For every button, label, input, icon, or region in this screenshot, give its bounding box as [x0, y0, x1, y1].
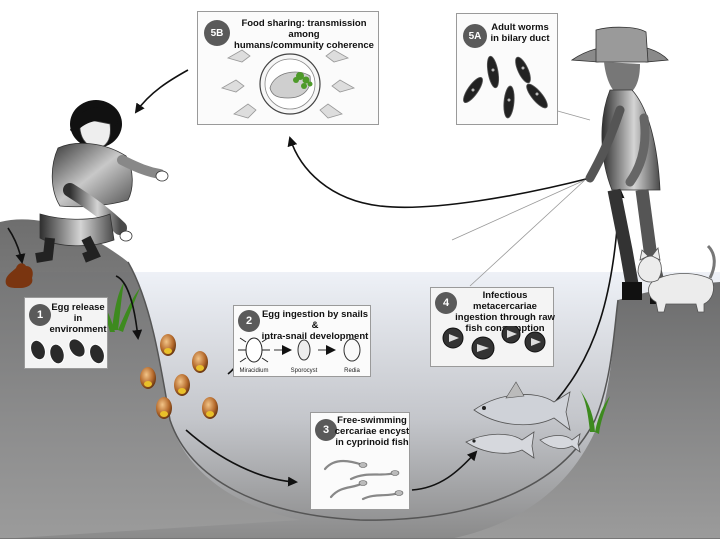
larval-stages-icon [238, 337, 361, 363]
crouching-person-icon [35, 100, 169, 263]
stage-number-badge: 3 [315, 419, 337, 441]
grass-icon [580, 390, 610, 434]
worm-icon [463, 55, 548, 119]
basin-contour [127, 261, 619, 521]
stage-number-badge: 2 [238, 310, 260, 332]
stage-2-box: 2 Egg ingestion by snails & intra-snail … [233, 305, 371, 377]
miracidium-label: Miracidium [239, 368, 269, 374]
stage-1-box: 1 Egg release in environment [24, 297, 108, 369]
stage-title: Egg ingestion by snails & intra-snail de… [261, 309, 369, 342]
stage-title: Adult worms in bilary duct [490, 22, 550, 44]
miracidium-icon [238, 337, 270, 363]
snail-icon [140, 334, 218, 419]
stage-number-badge: 1 [29, 304, 51, 326]
right-bank [450, 282, 720, 539]
fish-icon [465, 381, 581, 459]
cat-icon [637, 244, 716, 313]
sporocyst-icon [297, 339, 311, 361]
stage-5b-box: 5B Food sharing: transmission among huma… [197, 11, 379, 125]
egg-icon [30, 338, 105, 365]
stage-number-badge: 5A [463, 24, 487, 48]
metacercariae-icon [442, 326, 546, 360]
redia-icon [343, 338, 361, 362]
feces-icon [5, 263, 33, 288]
food-sharing-icon [220, 49, 356, 119]
stage-title: Free-swimming cercariae encyst in cyprin… [334, 415, 410, 448]
plate-icon [259, 53, 321, 115]
fisherman-icon [570, 26, 670, 304]
stage-5a-box: 5A Adult worms in bilary duct [456, 13, 558, 125]
stage-title: Food sharing: transmission among humans/… [234, 18, 374, 51]
sporocyst-label: Sporocyst [290, 368, 318, 374]
cercariae-icon [323, 459, 404, 501]
stage-title: Egg release in environment [49, 302, 107, 335]
hand-icon [220, 49, 356, 119]
stage-3-box: 3 Free-swimming cercariae encyst in cypr… [310, 412, 410, 510]
stage-number-badge: 4 [435, 292, 457, 314]
stage-4-box: 4 Infectious metacercariae ingestion thr… [430, 287, 555, 367]
stage-number-badge: 5B [204, 20, 230, 46]
redia-label: Redia [344, 368, 360, 374]
